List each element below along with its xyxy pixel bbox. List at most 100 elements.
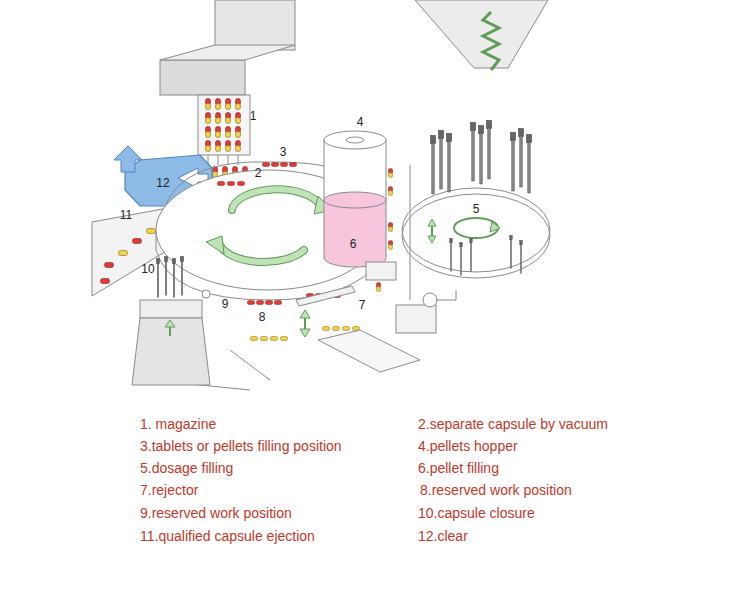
- dosing-unit-part: [470, 238, 473, 271]
- dosing-unit-part: [410, 165, 411, 300]
- dosing-unit-part: [436, 300, 456, 301]
- callout-number: 12: [156, 177, 169, 191]
- dosing-unit-part: [428, 236, 436, 243]
- magazine-part: [226, 113, 231, 124]
- dosing-unit-part: [396, 305, 436, 333]
- key-item: 1. magazine: [140, 416, 216, 432]
- dosing-unit-part: [428, 219, 436, 226]
- turntable-part: [227, 182, 234, 186]
- magazine-part: [215, 0, 295, 50]
- dosing-unit-part: [460, 242, 463, 275]
- magazine-part: [236, 113, 241, 124]
- turntable-part: [274, 301, 281, 305]
- turntable-part: [289, 163, 296, 167]
- closure-station-part: [165, 320, 175, 327]
- pellet-hopper-part: [324, 131, 386, 149]
- key-item: 6.pellet filling: [418, 460, 499, 476]
- turntable-part: [322, 327, 329, 331]
- turntable-part: [280, 163, 287, 167]
- turntable-part: [271, 163, 278, 167]
- magazine-part: [216, 113, 221, 124]
- magazine: [160, 0, 295, 178]
- turntable-part: [270, 337, 277, 341]
- ejection-chute-part: [105, 263, 114, 268]
- magazine-part: [238, 155, 239, 165]
- dosing-unit-part: [520, 240, 523, 273]
- turntable-part: [388, 168, 392, 177]
- dosing-unit-part: [431, 136, 436, 195]
- dosing-unit-part: [490, 222, 500, 232]
- magazine-part: [226, 127, 231, 138]
- turntable-part: [296, 286, 355, 306]
- turntable-part: [388, 222, 392, 231]
- magazine-part: [160, 60, 245, 95]
- ejection-chute-part: [101, 279, 110, 284]
- dosing-unit-part: [483, 12, 499, 70]
- turntable-part: [265, 301, 272, 305]
- callout-number: 10: [141, 263, 154, 277]
- magazine-part: [226, 99, 231, 110]
- magazine-part: [236, 127, 241, 138]
- key-item: 9.reserved work position: [140, 505, 292, 521]
- magazine-part: [236, 99, 241, 110]
- dosing-unit-part: [519, 129, 524, 188]
- dosing-unit-part: [487, 121, 492, 180]
- turntable-part: [220, 245, 304, 262]
- callout-number: 8: [259, 311, 266, 325]
- ejection-chute-part: [119, 251, 128, 256]
- callout-number: 1: [250, 110, 257, 124]
- dosing-unit-part: [447, 134, 452, 193]
- key-item: 7.rejector: [140, 482, 198, 498]
- clear-unit-part: [114, 146, 142, 172]
- key-item: 2.separate capsule by vacuum: [418, 416, 608, 432]
- magazine-part: [213, 167, 218, 178]
- ejection-chute-part: [147, 229, 156, 234]
- callout-number: 11: [120, 209, 132, 223]
- closure-station-part: [140, 300, 202, 318]
- pellet-hopper-part: [346, 137, 364, 143]
- magazine-part: [160, 45, 295, 60]
- dosing-unit-part: [450, 238, 453, 271]
- dosing-unit-part: [527, 135, 532, 194]
- turntable-part: [250, 337, 257, 341]
- turntable-part: [202, 290, 210, 298]
- turntable-part: [318, 330, 420, 372]
- dosing-unit-part: [456, 290, 457, 300]
- pellet-hopper-part: [324, 200, 386, 267]
- turntable-part: [260, 337, 267, 341]
- dosing-unit-part: [402, 188, 550, 272]
- callout-number: 2: [255, 167, 262, 181]
- dosing-unit-part: [510, 235, 513, 268]
- magazine-part: [206, 113, 211, 124]
- magazine-part: [206, 127, 211, 138]
- callout-number: 9: [222, 298, 229, 312]
- magazine-part: [206, 141, 211, 152]
- closure-station-part: [164, 256, 167, 295]
- dosing-unit: [396, 0, 550, 333]
- turntable-part: [342, 327, 349, 331]
- magazine-part: [206, 99, 211, 110]
- callout-number: 4: [357, 116, 364, 130]
- turntable-part: [388, 240, 392, 249]
- closure-station-part: [132, 318, 210, 385]
- dosing-unit-part: [471, 123, 476, 182]
- magazine-part: [218, 155, 219, 165]
- dosing-unit-part: [415, 0, 548, 68]
- closure-station-part: [172, 258, 175, 297]
- turntable-part: [232, 189, 320, 210]
- magazine-part: [226, 141, 231, 152]
- pellet-hopper-part: [324, 192, 386, 208]
- callout-number: 6: [350, 238, 357, 252]
- key-item: 5.dosage filling: [140, 460, 233, 476]
- magazine-part: [216, 127, 221, 138]
- turntable-part: [300, 310, 310, 318]
- callout-number: 7: [359, 299, 366, 313]
- turntable-part: [237, 182, 244, 186]
- turntable-part: [280, 337, 287, 341]
- dosing-unit-part: [423, 293, 437, 307]
- magazine-part: [216, 99, 221, 110]
- turntable-part: [232, 189, 320, 210]
- closure-station-part: [180, 256, 183, 295]
